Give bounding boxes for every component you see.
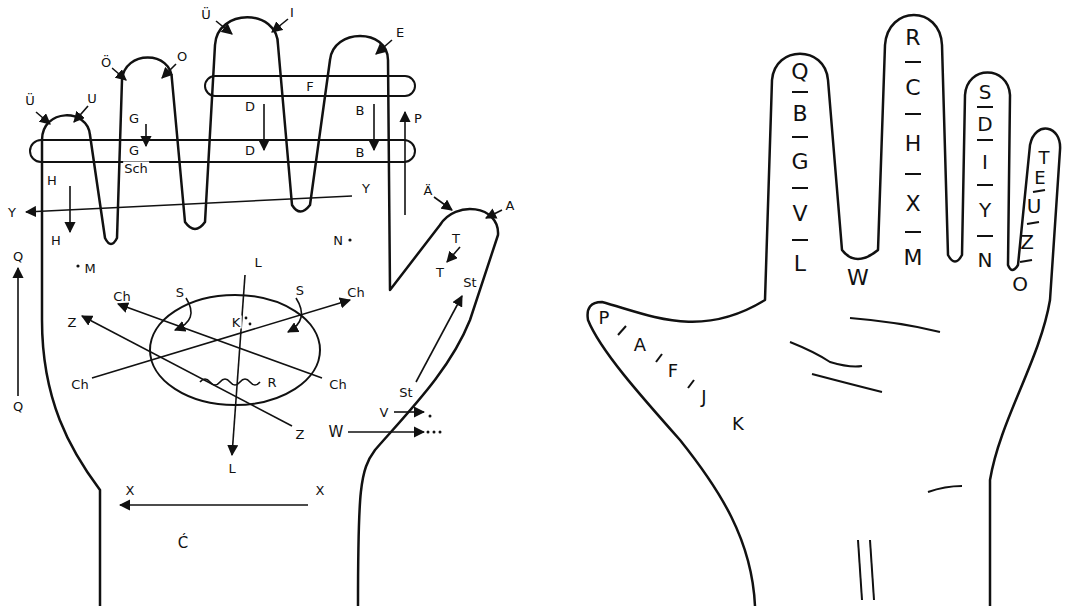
stroke-letter: H — [46, 174, 58, 187]
left-hand-outline — [42, 17, 498, 606]
stroke-letter: S — [175, 286, 185, 299]
stroke-letter: T — [451, 232, 461, 245]
stroke-letter: G — [128, 144, 140, 157]
stroke-letter: A — [505, 199, 516, 212]
stroke-letter: X — [315, 484, 326, 497]
stroke-letter: Ö — [100, 56, 112, 69]
stroke-letter: B — [355, 146, 366, 159]
stroke-letter: Ch — [70, 378, 89, 391]
stroke-arrows — [18, 19, 502, 505]
stroke-letter: Sch — [123, 162, 149, 175]
stroke-letter: O — [176, 50, 188, 63]
stroke-letter: F — [305, 80, 314, 93]
palm-lines — [790, 318, 962, 600]
finger-letter: V — [792, 203, 807, 225]
finger-letter: P — [599, 309, 610, 327]
finger-letter: T — [1039, 149, 1050, 167]
stroke-letter: D — [244, 100, 256, 113]
finger-letter: Y — [979, 200, 991, 220]
finger-letter: A — [634, 336, 646, 354]
stroke-letter: Q — [12, 250, 24, 263]
finger-letter: G — [791, 151, 808, 173]
dots — [76, 238, 441, 433]
finger-letter: B — [792, 103, 807, 125]
right-hand-outline — [588, 15, 1061, 606]
finger-letter: W — [847, 267, 869, 289]
finger-letter: D — [977, 114, 992, 134]
f-band — [205, 76, 415, 96]
stroke-letter: Ch — [346, 286, 365, 299]
stroke-letter: V — [379, 406, 390, 419]
stroke-letter: N — [332, 234, 344, 247]
finger-letter: Z — [1020, 232, 1034, 252]
stroke-letter: R — [266, 376, 277, 389]
finger-letter: N — [978, 250, 993, 270]
stroke-letter: G — [128, 112, 140, 125]
finger-letter: Q — [791, 61, 808, 83]
finger-letter: F — [668, 362, 678, 380]
finger-letter: K — [732, 415, 744, 433]
stroke-letter: Q — [12, 400, 24, 413]
stroke-letter: Ä — [423, 184, 434, 197]
stroke-letter: St — [462, 276, 477, 289]
finger-letter: E — [1034, 169, 1045, 187]
stroke-letter: Ch — [112, 290, 131, 303]
finger-letter: M — [904, 247, 923, 269]
stroke-letter: M — [83, 262, 96, 275]
stroke-letter: D — [244, 144, 256, 157]
stroke-letter: Z — [295, 428, 306, 441]
stroke-letter: Z — [67, 316, 78, 329]
palm-circle — [150, 295, 320, 405]
stroke-letter: Ch — [328, 378, 347, 391]
finger-letter: L — [794, 253, 806, 275]
stroke-letter: I — [289, 6, 295, 19]
stroke-letter: U — [86, 92, 98, 105]
wavy-line — [200, 379, 260, 385]
finger-letter: J — [701, 388, 706, 406]
finger-letter: R — [905, 27, 920, 49]
stroke-letter: Y — [7, 206, 17, 219]
finger-letter: C — [905, 77, 920, 99]
finger-letter: H — [905, 133, 922, 155]
stroke-letter: B — [355, 104, 366, 117]
stroke-letter: Y — [361, 182, 371, 195]
stroke-letter: Ü — [200, 8, 212, 21]
stroke-letter: Ü — [24, 94, 36, 107]
stroke-letter: P — [413, 112, 423, 125]
sch-band — [30, 140, 415, 162]
finger-letter: X — [905, 193, 920, 215]
finger-letter: O — [1012, 274, 1028, 294]
finger-letter: S — [979, 82, 992, 102]
stroke-letter: L — [227, 462, 236, 475]
finger-letter: I — [982, 152, 988, 172]
stroke-letter: K — [231, 316, 242, 329]
stroke-letter: X — [125, 484, 136, 497]
stroke-letter: W — [328, 425, 345, 440]
stroke-letter: E — [395, 26, 405, 39]
stroke-letter: T — [435, 266, 445, 279]
finger-letter: U — [1027, 196, 1042, 216]
stroke-letter: L — [253, 256, 262, 269]
stroke-letter: Ć — [177, 536, 189, 551]
stroke-letter: St — [398, 386, 413, 399]
stroke-letter: S — [295, 284, 305, 297]
separator-dashes — [618, 62, 1045, 388]
stroke-letter: H — [50, 234, 62, 247]
